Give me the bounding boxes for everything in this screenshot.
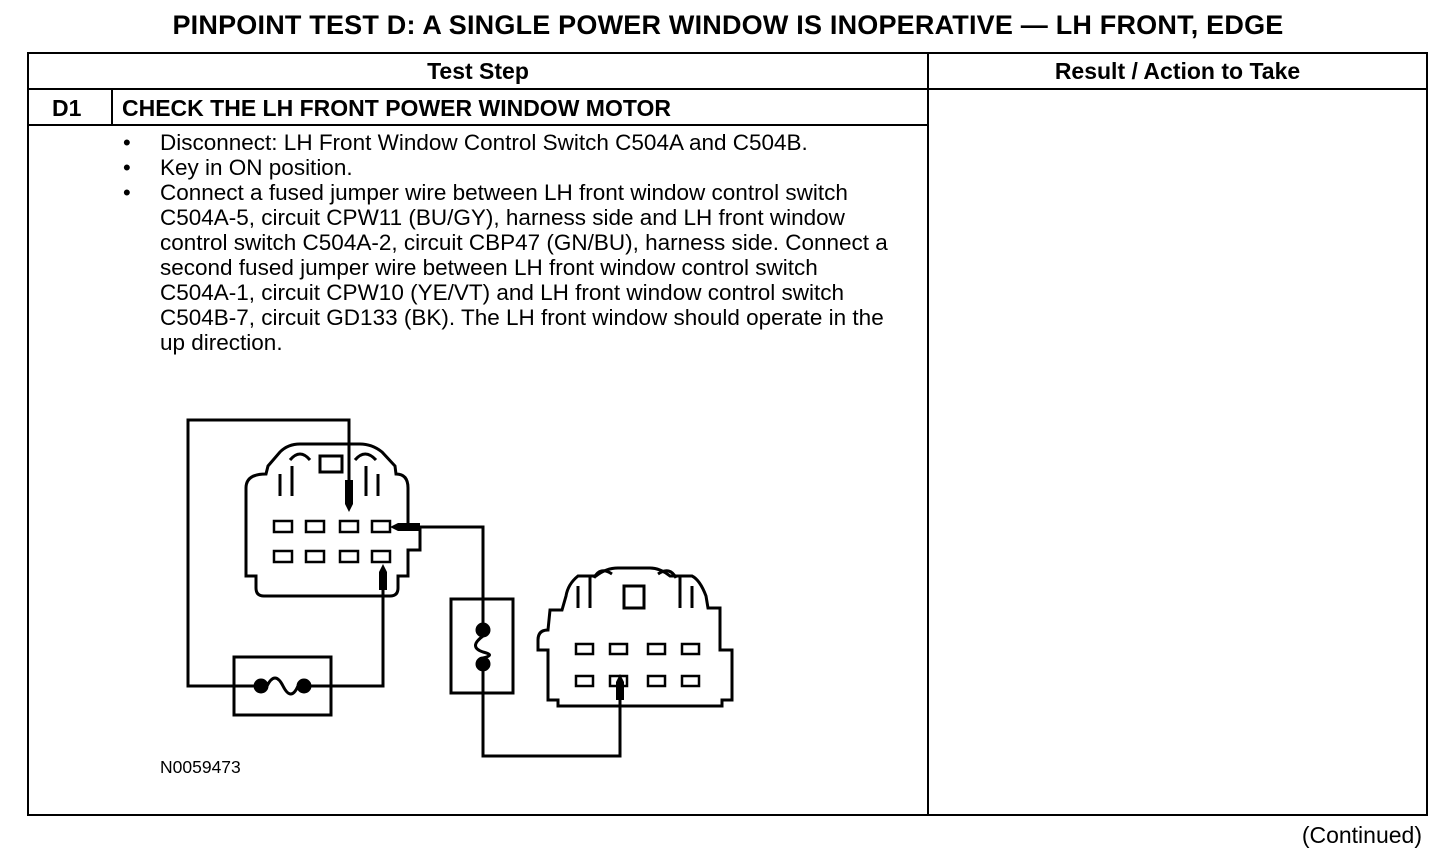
column-divider xyxy=(927,54,929,814)
header-result-action: Result / Action to Take xyxy=(1054,58,1301,84)
jumper-wires xyxy=(186,418,622,758)
instruction-text: Connect a fused jumper wire between LH f… xyxy=(160,180,888,355)
result-cell xyxy=(931,94,1421,804)
continued-label: (Continued) xyxy=(1301,822,1422,848)
instruction-text: Key in ON position. xyxy=(160,155,353,180)
figure-id: N0059473 xyxy=(160,757,241,777)
header-rule xyxy=(29,88,1426,90)
step-id: D1 xyxy=(52,95,82,121)
bullet-icon: • xyxy=(123,180,131,205)
instruction-text: Disconnect: LH Front Window Control Swit… xyxy=(160,130,808,155)
list-item: • Connect a fused jumper wire between LH … xyxy=(120,180,900,355)
step-id-divider xyxy=(111,90,113,125)
bullet-icon: • xyxy=(123,155,131,180)
step-heading-rule xyxy=(29,124,927,126)
list-item: • Key in ON position. xyxy=(120,155,900,180)
page-title: PINPOINT TEST D: A SINGLE POWER WINDOW I… xyxy=(172,10,1284,40)
pinpoint-test-table: Test Step Result / Action to Take D1 CHE… xyxy=(27,52,1428,816)
probe-pins xyxy=(345,480,624,700)
header-test-step: Test Step xyxy=(427,58,529,84)
bullet-icon: • xyxy=(123,130,131,155)
list-item: • Disconnect: LH Front Window Control Swi… xyxy=(120,130,900,155)
connector-c504b xyxy=(536,566,734,708)
connector-c504a xyxy=(244,442,422,598)
step-instructions: • Disconnect: LH Front Window Control Swi… xyxy=(120,130,900,355)
step-heading: CHECK THE LH FRONT POWER WINDOW MOTOR xyxy=(122,95,671,121)
wiring-diagram xyxy=(186,418,734,758)
